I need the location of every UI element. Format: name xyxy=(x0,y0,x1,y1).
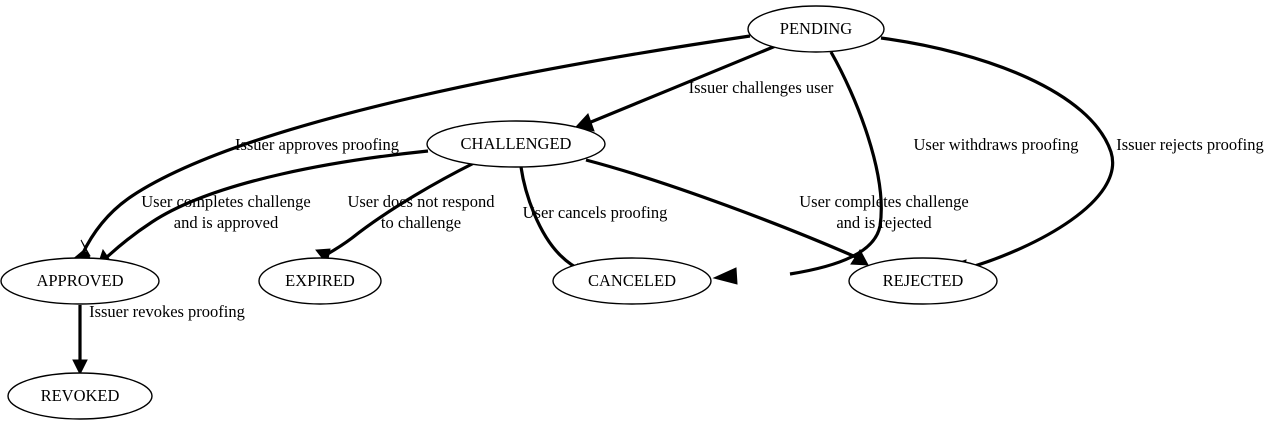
edge-approved-to-revoked[interactable] xyxy=(72,305,88,376)
edge-path-challenged-to-expired xyxy=(323,161,475,258)
arrowhead-challenged-to-rejected xyxy=(850,249,869,266)
node-rejected-ellipse xyxy=(848,257,998,305)
edge-label-issuer-approves-proofing: Issuer approves proofing xyxy=(235,135,399,154)
node-canceled-ellipse xyxy=(552,257,712,305)
node-rejected[interactable]: REJECTED xyxy=(848,257,998,305)
edge-path-challenged-to-rejected xyxy=(585,158,859,260)
node-revoked-label: REVOKED xyxy=(41,386,120,405)
node-pending-ellipse xyxy=(747,5,885,53)
edge-pending-to-rejected[interactable] xyxy=(880,36,1115,279)
node-pending[interactable]: PENDING xyxy=(747,5,885,53)
node-approved[interactable]: APPROVED xyxy=(0,257,160,305)
node-challenged[interactable]: CHALLENGED xyxy=(426,120,606,168)
node-expired-label: EXPIRED xyxy=(285,271,355,290)
edge-label-user-withdraws-proofing: User withdraws proofing xyxy=(914,135,1079,154)
node-expired[interactable]: EXPIRED xyxy=(258,257,382,305)
edge-path-challenged-to-approved xyxy=(105,149,429,259)
edge-label-user-does-not-respond-line1: User does not respond xyxy=(347,192,495,211)
edge-label-user-completes-rejected-line1: User completes challenge xyxy=(799,192,969,211)
edge-pending-to-challenged[interactable] xyxy=(575,43,779,132)
node-challenged-label: CHALLENGED xyxy=(461,134,572,153)
node-pending-label: PENDING xyxy=(780,19,852,38)
edge-label-user-cancels-proofing: User cancels proofing xyxy=(523,203,668,222)
edge-label-issuer-revokes-proofing: Issuer revokes proofing xyxy=(89,302,245,321)
edge-challenged-to-canceled[interactable] xyxy=(519,166,592,280)
edge-label-user-completes-approved-line1: User completes challenge xyxy=(141,192,311,211)
edge-label-issuer-rejects-proofing: Issuer rejects proofing xyxy=(1116,135,1264,154)
edge-challenged-to-rejected[interactable] xyxy=(585,158,869,266)
edge-path-pending-to-challenged xyxy=(590,43,779,124)
edge-label-user-completes-rejected-line2: and is rejected xyxy=(836,213,932,232)
arrowhead-pending-to-canceled xyxy=(712,267,738,285)
edge-label-issuer-challenges-user: Issuer challenges user xyxy=(689,78,834,97)
node-expired-ellipse xyxy=(258,257,382,305)
edge-label-user-does-not-respond-line2: to challenge xyxy=(381,213,461,232)
edge-label-user-completes-approved-line2: and is approved xyxy=(174,213,279,232)
node-approved-ellipse xyxy=(0,257,160,305)
arrowhead-approved-to-revoked xyxy=(72,359,88,376)
node-revoked-ellipse xyxy=(7,372,153,420)
node-canceled[interactable]: CANCELED xyxy=(552,257,712,305)
edge-path-pending-to-rejected xyxy=(880,36,1115,270)
node-canceled-label: CANCELED xyxy=(588,271,676,290)
edge-pending-to-canceled[interactable] xyxy=(712,51,883,285)
node-approved-label: APPROVED xyxy=(36,271,123,290)
node-challenged-ellipse xyxy=(426,120,606,168)
node-revoked[interactable]: REVOKED xyxy=(7,372,153,420)
edge-path-pending-to-canceled xyxy=(789,51,883,276)
node-rejected-label: REJECTED xyxy=(883,271,964,290)
edge-path-pending-to-approved xyxy=(80,34,751,256)
